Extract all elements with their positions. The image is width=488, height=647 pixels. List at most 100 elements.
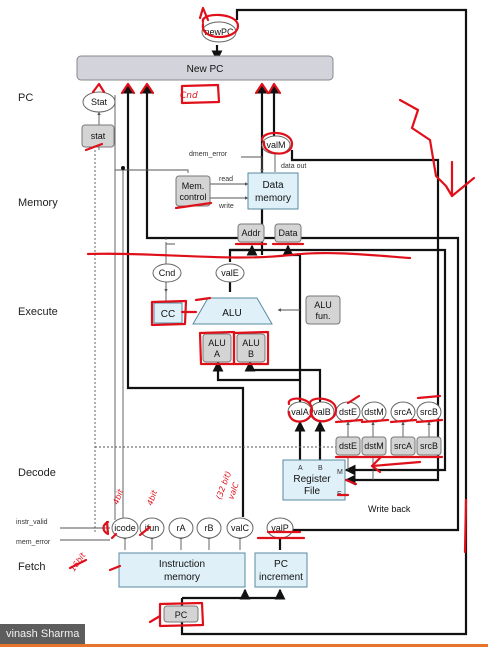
newpc-oval-label: newPC xyxy=(204,27,234,37)
dste-block xyxy=(335,436,361,456)
alu-a-block xyxy=(202,333,232,363)
alu-b-block xyxy=(236,333,266,363)
vale-addr-wire xyxy=(228,244,258,262)
note-16bit: 16bit xyxy=(68,550,88,573)
data-memory-line1: Data xyxy=(262,180,284,191)
cnd-oval-label: Cnd xyxy=(159,268,176,278)
dstm-oval-label: dstM xyxy=(364,407,384,417)
data-block xyxy=(274,223,302,243)
pc-register-label: PC xyxy=(175,610,188,620)
mem-error-label: mem_error xyxy=(16,539,51,546)
valc-wire xyxy=(122,82,245,517)
alu-fun-line2: fun. xyxy=(315,311,330,321)
pc-feedback-wire xyxy=(180,8,468,636)
alu-b-line1: ALU xyxy=(242,338,260,348)
dste-block-label: dstE xyxy=(339,441,357,451)
valb-oval-label: valB xyxy=(313,407,331,417)
fetch-oval-row: icode ifun rA rB valC valP xyxy=(111,517,294,539)
pc-to-imem-branch xyxy=(182,588,251,600)
ra-oval-label: rA xyxy=(177,523,186,533)
alu-fun-block xyxy=(305,295,341,325)
cnd-oval xyxy=(152,263,182,283)
alu-a-line1: ALU xyxy=(208,338,226,348)
vale-oval-label: valE xyxy=(221,268,239,278)
decode-rect-row: dstE dstM srcA srcB xyxy=(335,436,442,456)
ifun-oval-label: ifun xyxy=(145,523,160,533)
rb-oval xyxy=(196,517,222,539)
srca-block xyxy=(390,436,416,456)
dstm-block-label: dstM xyxy=(364,441,384,451)
register-file-line1: Register xyxy=(293,474,331,485)
ifun-oval xyxy=(139,517,165,539)
note-4bit-ifun: 4bit xyxy=(145,488,159,506)
reg-port-m: M xyxy=(337,469,343,476)
valp-oval-label: valP xyxy=(271,523,289,533)
pc-increment-line1: PC xyxy=(274,559,288,570)
pc-increment-block xyxy=(254,552,308,588)
srcb-oval-label: srcB xyxy=(420,407,438,417)
data-out-label: data out xyxy=(281,163,306,170)
stage-label-execute: Execute xyxy=(18,306,58,318)
accent-bar xyxy=(0,644,488,647)
data-block-label: Data xyxy=(278,228,297,238)
data-memory-line2: memory xyxy=(255,193,291,204)
stage-label-fetch: Fetch xyxy=(18,561,46,573)
new-pc-block xyxy=(76,55,334,81)
stat-oval-label: Stat xyxy=(91,97,108,107)
stage-label-memory: Memory xyxy=(18,197,58,209)
alu-b-line2: B xyxy=(248,349,254,359)
red-annotations xyxy=(68,6,476,628)
vale-oval xyxy=(215,263,245,283)
mem-control-line2: control xyxy=(179,192,206,202)
dmem-error-label: dmem_error xyxy=(189,151,228,158)
read-label: read xyxy=(219,176,233,183)
pc-register-block xyxy=(163,605,199,623)
alu-label: ALU xyxy=(222,308,241,319)
reg-port-a: A xyxy=(298,465,303,472)
pc-to-pcinc xyxy=(245,588,286,600)
alu-fun-line1: ALU xyxy=(314,300,332,310)
data-memory-block xyxy=(247,172,299,210)
dste-oval-label: dstE xyxy=(339,407,357,417)
stat-block-label: stat xyxy=(91,131,106,141)
dstm-block xyxy=(361,436,387,456)
stat-oval xyxy=(82,91,116,113)
valm-writeback-wire xyxy=(290,150,440,486)
decode-oval-row: valA valB dstE dstM srcA srcB xyxy=(287,401,442,423)
srca-oval-label: srcA xyxy=(394,407,412,417)
control-wires xyxy=(60,95,431,541)
pc-increment-line2: increment xyxy=(259,572,303,583)
srcb-block-label: srcB xyxy=(420,441,438,451)
vala-oval-label: valA xyxy=(291,407,309,417)
mem-control-line1: Mem. xyxy=(182,181,205,191)
alu-a-line2: A xyxy=(214,349,220,359)
instruction-memory-line2: memory xyxy=(164,572,200,583)
write-label: write xyxy=(218,203,234,210)
presenter-name-tag: vinash Sharma xyxy=(0,624,86,644)
register-file-block xyxy=(282,459,346,501)
addr-block xyxy=(237,223,265,243)
register-file-line2: File xyxy=(304,486,321,497)
srca-block-label: srcA xyxy=(394,441,412,451)
icode-oval xyxy=(111,517,139,539)
cc-label: CC xyxy=(161,309,175,320)
valm-oval-label: valM xyxy=(266,140,285,150)
vala-alua-wire xyxy=(212,360,302,403)
new-pc-label: New PC xyxy=(187,64,224,75)
vala-data-wire xyxy=(282,244,302,380)
ra-oval xyxy=(168,517,194,539)
addr-label: Addr xyxy=(241,228,260,238)
vale-writeback-wire xyxy=(230,248,447,476)
valc-oval xyxy=(226,517,254,539)
srcb-block xyxy=(416,436,442,456)
stage-label-pc: PC xyxy=(18,92,33,104)
note-cnd: Cnd xyxy=(180,91,198,101)
instruction-memory-line1: Instruction xyxy=(159,559,205,570)
instr-valid-label: instr_valid xyxy=(16,519,48,526)
write-back-label: Write back xyxy=(368,504,411,514)
icode-oval-label: icode xyxy=(114,523,136,533)
alu-block xyxy=(192,297,273,325)
reg-port-b: B xyxy=(318,465,323,472)
stat-block xyxy=(81,124,115,148)
